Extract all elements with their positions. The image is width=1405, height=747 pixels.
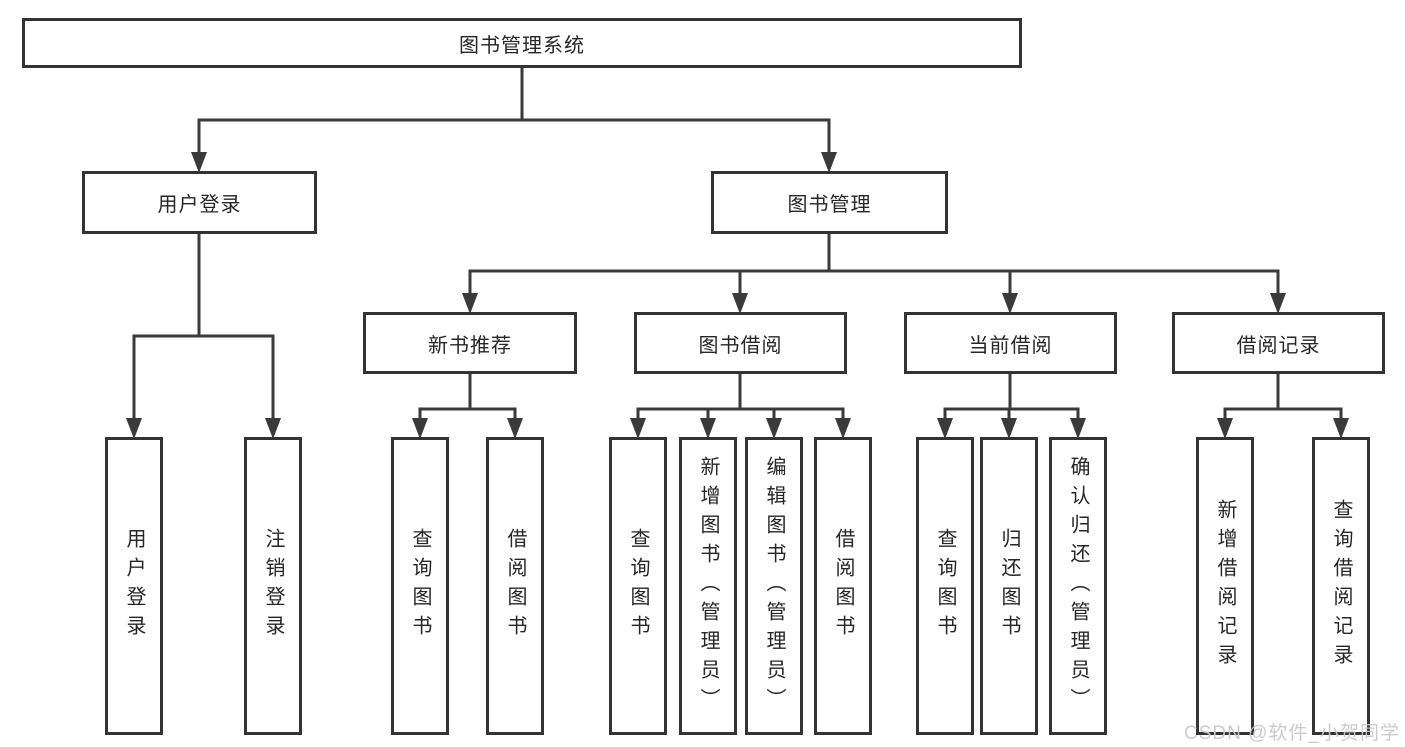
leaf-label-add-book-admin: 新增图书（管理员） <box>697 455 719 717</box>
root-label: 图书管理系统 <box>459 34 585 57</box>
csdn-watermark: CSDN @软件_小贺同学 <box>1184 723 1400 744</box>
leaf-label-confirm-return-admin: 确认归还（管理员） <box>1067 455 1089 717</box>
leaf-label-query-book-3: 查询图书 <box>934 528 956 644</box>
leaf-label-add-borrow-record: 新增借阅记录 <box>1214 499 1236 673</box>
leaf-label-borrow-book-1: 借阅图书 <box>504 528 526 644</box>
leaf-label-query-borrow-record: 查询借阅记录 <box>1330 499 1352 673</box>
level3-label-current-borrow: 当前借阅 <box>968 334 1053 357</box>
level3-node-borrow-record: 借阅记录 <box>1172 312 1385 374</box>
level2-label-book-management: 图书管理 <box>787 194 872 216</box>
leaf-node-query-borrow-record: 查询借阅记录 <box>1312 437 1370 735</box>
leaf-label-edit-book-admin: 编辑图书（管理员） <box>763 455 785 717</box>
level2-node-user-login: 用户登录 <box>82 171 317 234</box>
leaf-node-query-book-2: 查询图书 <box>609 437 667 735</box>
leaf-label-logout: 注销登录 <box>262 528 284 644</box>
leaf-node-logout: 注销登录 <box>244 437 302 735</box>
root-node-library-system: 图书管理系统 <box>22 18 1022 68</box>
leaf-node-query-book-3: 查询图书 <box>916 437 974 735</box>
leaf-node-add-book-admin: 新增图书（管理员） <box>679 437 737 735</box>
connector-root-to-level2 <box>191 67 837 173</box>
level3-node-book-borrow: 图书借阅 <box>634 312 847 374</box>
level2-node-book-management: 图书管理 <box>711 171 948 234</box>
level3-node-new-book-recommend: 新书推荐 <box>363 312 577 374</box>
leaf-node-query-book-1: 查询图书 <box>391 437 449 735</box>
leaf-label-borrow-book-2: 借阅图书 <box>832 528 854 644</box>
leaf-node-borrow-book-2: 借阅图书 <box>814 437 872 735</box>
connector-borrow-record-to-leaves <box>1217 372 1349 439</box>
leaf-label-user-login: 用户登录 <box>123 528 145 644</box>
leaf-label-return-book: 归还图书 <box>998 528 1020 644</box>
connector-new-book-recommend-to-leaves <box>412 372 523 439</box>
connector-user-login-to-leaves <box>126 232 281 439</box>
leaf-node-borrow-book-1: 借阅图书 <box>486 437 544 735</box>
leaf-label-query-book-1: 查询图书 <box>409 528 431 644</box>
leaf-node-edit-book-admin: 编辑图书（管理员） <box>745 437 803 735</box>
level3-label-book-borrow: 图书借阅 <box>698 334 783 357</box>
level2-label-user-login: 用户登录 <box>157 194 242 216</box>
connector-book-borrow-to-leaves <box>630 372 851 439</box>
leaf-node-add-borrow-record: 新增借阅记录 <box>1196 437 1254 735</box>
level3-node-current-borrow: 当前借阅 <box>904 312 1117 374</box>
leaf-node-confirm-return-admin: 确认归还（管理员） <box>1049 437 1107 735</box>
connector-book-management-to-level3 <box>462 232 1286 314</box>
connector-current-borrow-to-leaves <box>937 372 1086 439</box>
level3-label-new-book-recommend: 新书推荐 <box>428 334 512 357</box>
leaf-node-return-book: 归还图书 <box>980 437 1038 735</box>
level3-label-borrow-record: 借阅记录 <box>1236 334 1321 357</box>
leaf-node-user-login: 用户登录 <box>105 437 163 735</box>
leaf-label-query-book-2: 查询图书 <box>627 528 649 644</box>
